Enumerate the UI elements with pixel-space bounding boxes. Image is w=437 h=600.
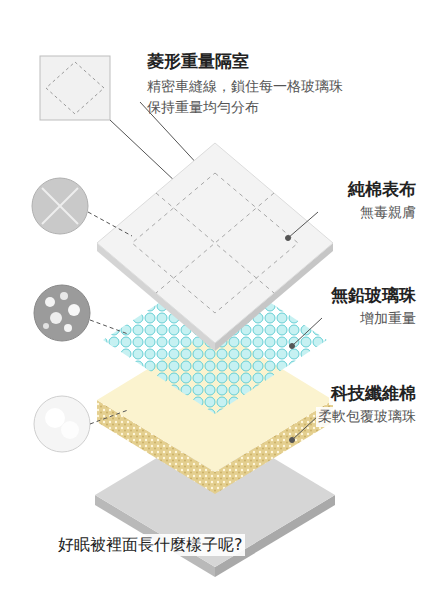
- layer-name: 科技纖維棉: [329, 382, 418, 405]
- callout-title: 菱形重量隔室: [145, 50, 251, 73]
- layer-note: 無毒親膚: [358, 203, 418, 223]
- layer-name: 無鉛玻璃珠: [329, 284, 418, 307]
- cotton-layer: [97, 143, 333, 351]
- layer-name: 純棉表布: [346, 178, 418, 201]
- callout-note: 保持重量均勻分布: [145, 98, 261, 118]
- fabric-closeup: [32, 178, 132, 236]
- fiber-closeup: [34, 396, 128, 452]
- bead-closeup: [34, 285, 128, 341]
- thumbnail: [40, 56, 110, 120]
- caption: 好眠被裡面長什麼樣子呢?: [56, 534, 245, 556]
- leader-line: [110, 120, 178, 184]
- layer-note: 增加重量: [358, 309, 418, 329]
- layer-note: 柔軟包覆玻璃珠: [316, 407, 418, 427]
- callout-note: 精密車縫線，鎖住每一格玻璃珠: [145, 77, 345, 97]
